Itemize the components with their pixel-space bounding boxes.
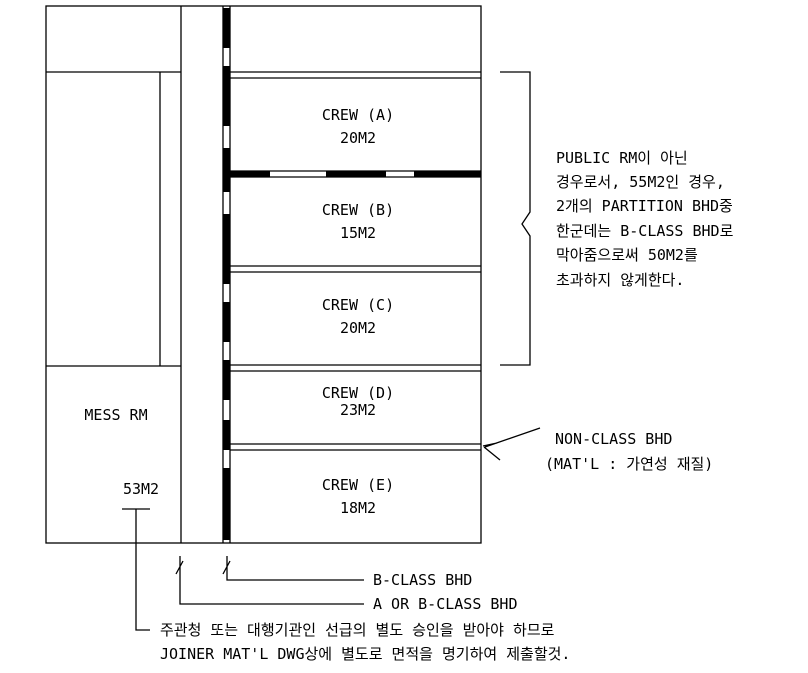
outer-frame	[45, 5, 482, 544]
non-class-leader	[482, 427, 541, 461]
mess-room-name: MESS RM	[84, 406, 147, 424]
crew-a-name: CREW (A)	[322, 106, 394, 124]
crew-partitions	[230, 71, 481, 451]
svg-text:막아줌으로써 50M2를: 막아줌으로써 50M2를	[556, 246, 698, 264]
crew-b-area: 15M2	[340, 224, 376, 242]
svg-text:(MAT'L : 가연성 재질): (MAT'L : 가연성 재질)	[545, 455, 713, 473]
b-class-bhd-pattern	[223, 8, 230, 540]
svg-text:한군데는 B-CLASS BHD로: 한군데는 B-CLASS BHD로	[556, 222, 734, 240]
non-class-note: NON-CLASS BHD (MAT'L : 가연성 재질)	[545, 430, 713, 473]
approval-note: 주관청 또는 대행기관인 선급의 별도 승인을 받아야 하므로 JOINER M…	[160, 621, 570, 663]
mess-room-area: 53M2	[123, 480, 159, 498]
svg-text:NON-CLASS BHD: NON-CLASS BHD	[555, 430, 672, 448]
mess-area-leader	[135, 509, 150, 631]
a-or-b-class-label: A OR B-CLASS BHD	[373, 595, 518, 613]
b-class-label: B-CLASS BHD	[373, 571, 472, 589]
svg-text:주관청 또는 대행기관인 선급의 별도 승인을 받아야 하므: 주관청 또는 대행기관인 선급의 별도 승인을 받아야 하므로	[160, 621, 555, 639]
svg-text:2개의 PARTITION BHD중: 2개의 PARTITION BHD중	[556, 197, 733, 215]
crew-a-area: 20M2	[340, 129, 376, 147]
crew-e-name: CREW (E)	[322, 476, 394, 494]
a-or-b-class-leader	[175, 556, 364, 605]
crew-c-name: CREW (C)	[322, 296, 394, 314]
b-class-leader	[222, 556, 364, 581]
crew-e-area: 18M2	[340, 499, 376, 517]
svg-text:초과하지 않게한다.: 초과하지 않게한다.	[556, 271, 684, 289]
crew-d-area: 23M2	[340, 401, 376, 419]
public-rm-note: PUBLIC RM이 아닌 경우로서, 55M2인 경우, 2개의 PARTIT…	[556, 149, 734, 289]
svg-text:경우로서, 55M2인 경우,: 경우로서, 55M2인 경우,	[556, 173, 725, 191]
grouping-brace	[500, 71, 531, 366]
svg-text:PUBLIC RM이 아닌: PUBLIC RM이 아닌	[556, 149, 688, 167]
crew-b-name: CREW (B)	[322, 201, 394, 219]
crew-c-area: 20M2	[340, 319, 376, 337]
svg-text:JOINER MAT'L DWG상에 별도로 면적을 명기하: JOINER MAT'L DWG상에 별도로 면적을 명기하여 제출할것.	[160, 645, 570, 663]
crew-d-name: CREW (D)	[322, 384, 394, 402]
